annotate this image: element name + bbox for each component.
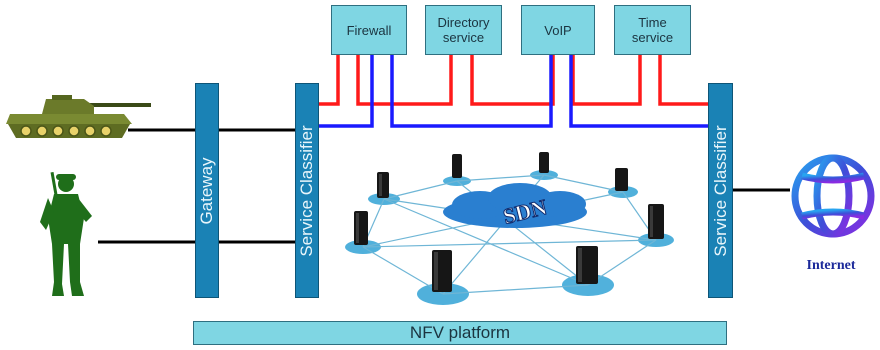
service-box-time: Time service <box>614 5 691 55</box>
service-classifier-right: Service Classifier <box>708 83 733 298</box>
service-label: Time service <box>631 15 674 45</box>
globe-icon <box>791 154 875 238</box>
service-label: Firewall <box>346 22 392 38</box>
gateway-bar: Gateway <box>195 83 219 298</box>
nfv-platform-bar: NFV platform <box>193 321 727 345</box>
service-box-firewall: Firewall <box>331 5 407 55</box>
sdn-network <box>345 152 674 305</box>
gateway-label: Gateway <box>197 156 216 225</box>
service-box-voip: VoIP <box>521 5 595 55</box>
red-service-path <box>319 48 708 106</box>
tank-icon <box>6 95 151 138</box>
soldier-icon <box>40 172 92 296</box>
classifier-label: Service Classifier <box>297 124 316 257</box>
service-box-directory: Directory service <box>425 5 502 55</box>
nfv-label: NFV platform <box>409 323 511 342</box>
internet-label: Internet <box>806 258 856 273</box>
cloud-icon <box>443 183 587 228</box>
blue-service-path <box>319 48 708 128</box>
classifier-label: Service Classifier <box>710 124 730 257</box>
service-label: Directory service <box>437 15 490 45</box>
service-label: VoIP <box>544 22 572 38</box>
service-classifier-left: Service Classifier <box>295 83 319 298</box>
